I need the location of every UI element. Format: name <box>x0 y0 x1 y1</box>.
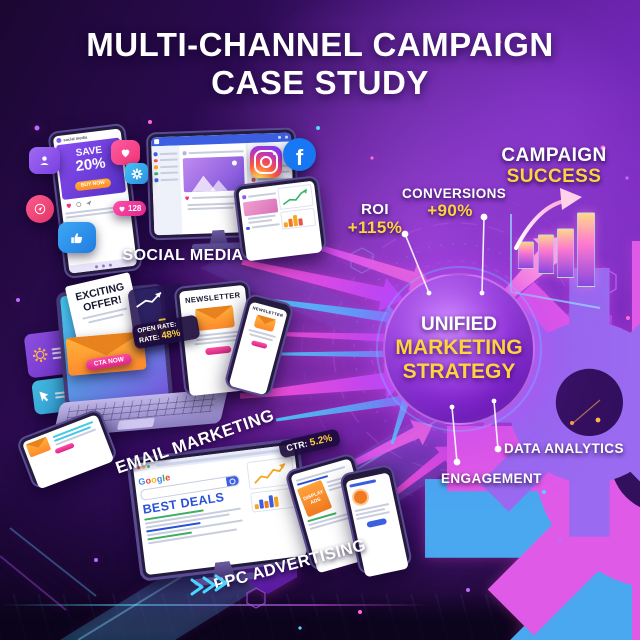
share-icon <box>85 200 92 206</box>
post-action-icons <box>61 192 130 211</box>
mini-bar-chart <box>282 210 313 228</box>
newsletter-title: NEWSLETTER <box>184 290 241 306</box>
growth-chart-card <box>127 282 191 348</box>
title-line2: CASE STUDY <box>211 64 429 101</box>
search-button <box>225 475 240 487</box>
conversions-label: CONVERSIONS <box>402 186 507 201</box>
settings-card <box>23 325 105 379</box>
line-chart <box>282 188 308 206</box>
ctr-value: 5.2% <box>308 432 334 449</box>
google-letter: e <box>164 472 172 483</box>
conversions-value: +90% <box>427 201 473 220</box>
success-bar <box>518 241 534 269</box>
envelope-icon <box>253 314 277 333</box>
hub-line1: UNIFIED <box>421 314 497 335</box>
tablet-chart-column <box>277 183 319 254</box>
conversions-callout: CONVERSIONS +90% <box>402 186 507 221</box>
arrow-up-icon <box>136 291 162 308</box>
cursor-icon <box>39 391 49 402</box>
instagram-icon <box>250 146 282 178</box>
mini-bar-chart <box>253 491 294 510</box>
open-rate-prefix: RATE: <box>138 334 161 345</box>
click-card <box>31 372 105 416</box>
unified-strategy-hub: UNIFIED MARKETING STRATEGY <box>376 266 542 432</box>
success-bar <box>577 212 595 287</box>
floor-glow-line <box>0 604 430 606</box>
user-icon <box>29 147 60 174</box>
feed-sidebar <box>151 145 183 236</box>
heart-icon <box>119 206 125 212</box>
roi-label: ROI <box>361 201 389 218</box>
social-monitor-mockup <box>145 127 300 260</box>
ad-header-line <box>349 479 376 488</box>
subscribe-button <box>250 340 268 350</box>
thumbs-up-icon <box>58 222 96 253</box>
success-line1: CAMPAIGN <box>501 145 607 166</box>
title-line1: MULTI-CHANNEL CAMPAIGN <box>86 26 554 63</box>
gear-icon <box>32 347 48 363</box>
search-results: Google BEST DEALS <box>133 457 257 575</box>
social-phone-mockup: social media SAVE 20% BUY NOW <box>47 122 143 280</box>
send-icon <box>26 195 54 223</box>
heart-icon <box>66 203 71 209</box>
facebook-icon: f <box>283 138 316 171</box>
social-media-label: SOCIAL MEDIA <box>122 247 244 264</box>
envelope-icon <box>25 436 52 458</box>
gear-icon <box>125 163 148 184</box>
social-tablet-mockup <box>232 175 328 262</box>
comment-icon <box>76 202 82 207</box>
cta-button <box>366 517 388 528</box>
heart-icon <box>111 140 140 165</box>
buy-now-button: BUY NOW <box>74 177 112 191</box>
success-bar <box>538 234 554 274</box>
campaign-success-callout: CAMPAIGN SUCCESS <box>497 145 611 187</box>
hub-line3: STRATEGY <box>402 360 516 383</box>
success-bar <box>557 228 574 278</box>
facebook-letter: f <box>295 145 304 170</box>
engagement-label: ENGAGEMENT <box>441 471 542 486</box>
likes-count: 128 <box>128 204 142 213</box>
roi-value: +115% <box>347 218 403 237</box>
roi-callout: ROI +115% <box>342 201 408 238</box>
avatar <box>56 137 62 144</box>
ctr-label: CTR: <box>285 438 309 454</box>
ad-badge-icon <box>350 487 371 508</box>
likes-badge: 128 <box>113 201 147 216</box>
floor-grid <box>0 594 640 640</box>
success-line2: SUCCESS <box>506 166 602 187</box>
feed-post <box>179 143 249 234</box>
page-title: MULTI-CHANNEL CAMPAIGN CASE STUDY <box>0 26 640 102</box>
line-chart <box>254 462 286 484</box>
data-analytics-label: DATA ANALYTICS <box>504 441 624 456</box>
hub-line2: MARKETING <box>395 336 523 359</box>
open-rate-value: 48% <box>160 327 182 342</box>
heart-icon <box>185 195 189 200</box>
envelope-icon <box>194 305 235 332</box>
subscribe-button <box>205 345 232 356</box>
